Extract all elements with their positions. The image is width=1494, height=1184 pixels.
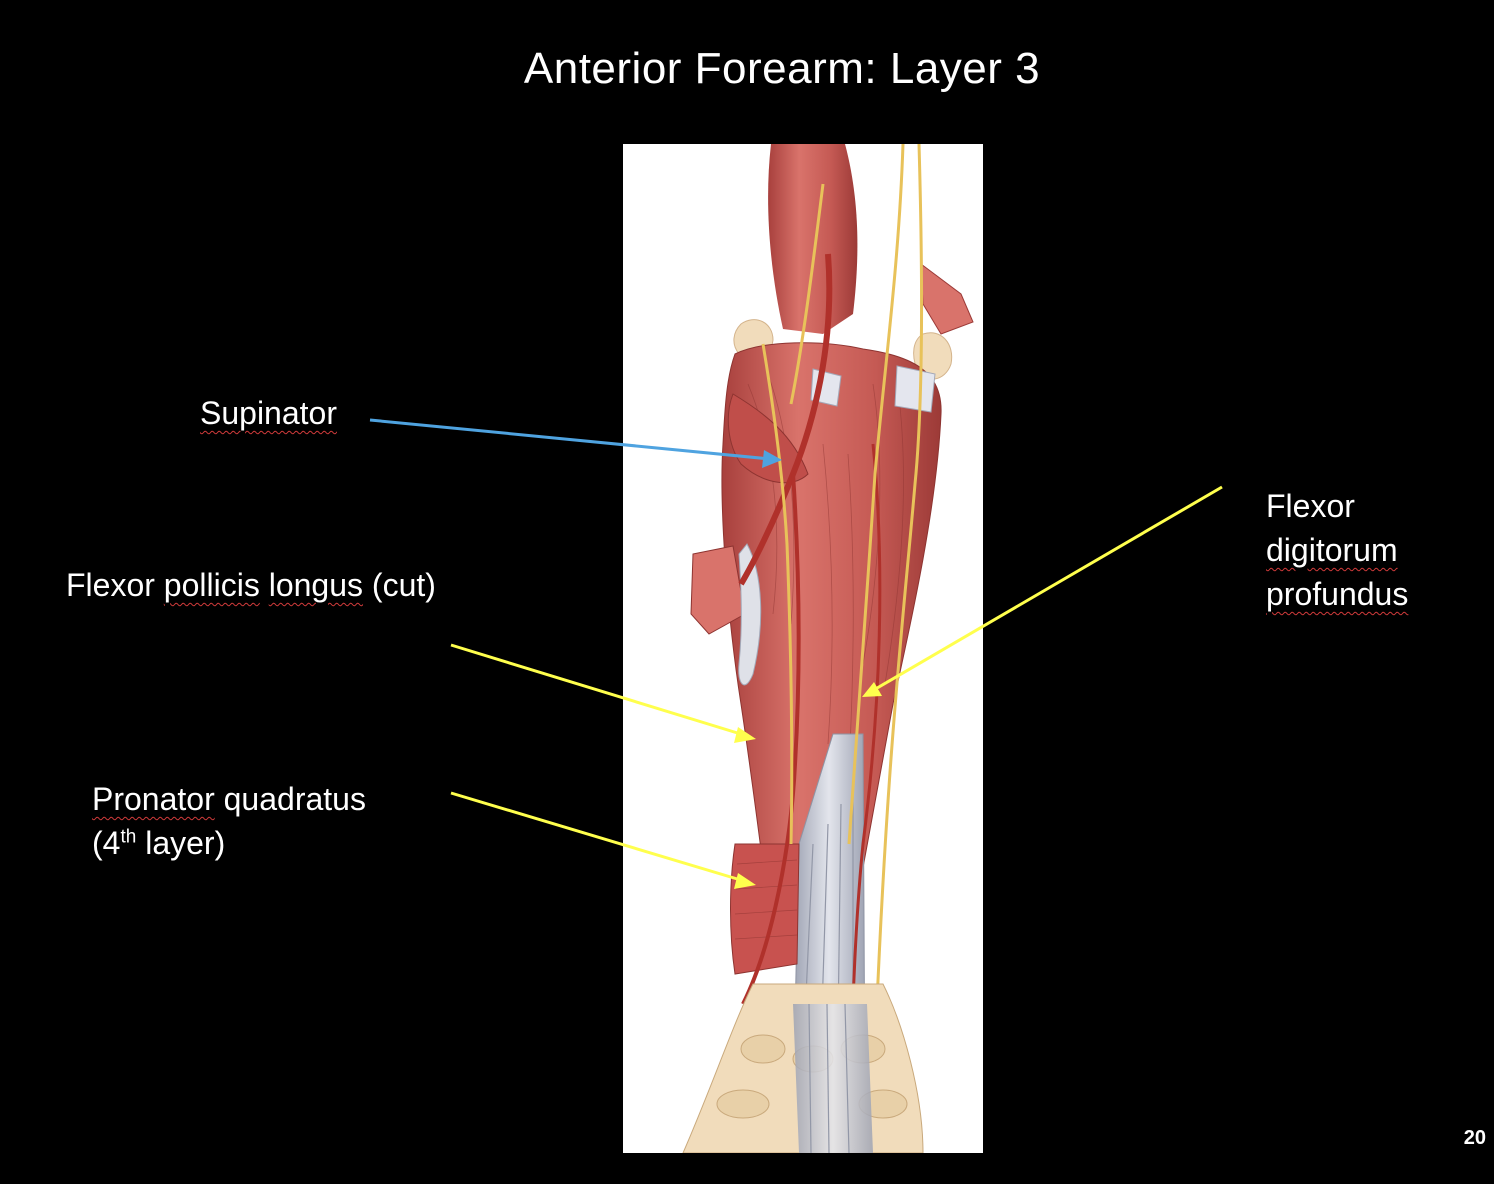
label-pq-rest: layer) xyxy=(136,825,226,861)
label-fdp-line1: Flexor xyxy=(1266,488,1355,524)
label-pq-sup: th xyxy=(120,826,137,848)
label-fpl-word4: (cut) xyxy=(371,567,436,603)
label-flexor-pollicis-longus: Flexor pollicis longus (cut) xyxy=(66,563,436,607)
slide-title: Anterior Forearm: Layer 3 xyxy=(523,44,1041,93)
label-fdp-line3: profundus xyxy=(1266,576,1409,612)
label-pq-word1: Pronator xyxy=(92,781,215,817)
label-fdp-line2: digitorum xyxy=(1266,532,1398,568)
arrow-supinator xyxy=(369,418,782,468)
label-pq-line2: (4th layer) xyxy=(92,821,366,865)
arrow-flexor-digitorum-profundus xyxy=(862,485,1223,697)
arrow-pronator-quadratus xyxy=(450,791,756,889)
page-number: 20 xyxy=(1463,1127,1486,1149)
arrow-flexor-pollicis-longus xyxy=(450,643,756,743)
label-fpl-word3: longus xyxy=(268,567,364,603)
label-fpl-word2: pollicis xyxy=(163,567,260,603)
label-fpl-word1: Flexor xyxy=(66,567,155,603)
label-supinator-text: Supinator xyxy=(200,395,337,431)
label-supinator: Supinator xyxy=(200,391,337,435)
label-pronator-quadratus: Pronator quadratus (4th layer) xyxy=(92,777,366,865)
forearm-illustration xyxy=(623,144,983,1153)
label-flexor-digitorum-profundus: Flexor digitorum profundus xyxy=(1266,484,1408,616)
label-pq-open: (4 xyxy=(92,825,121,861)
label-pq-line1: Pronator quadratus xyxy=(92,777,366,821)
forearm-drawing xyxy=(682,144,974,1153)
label-pq-word2: quadratus xyxy=(223,781,366,817)
